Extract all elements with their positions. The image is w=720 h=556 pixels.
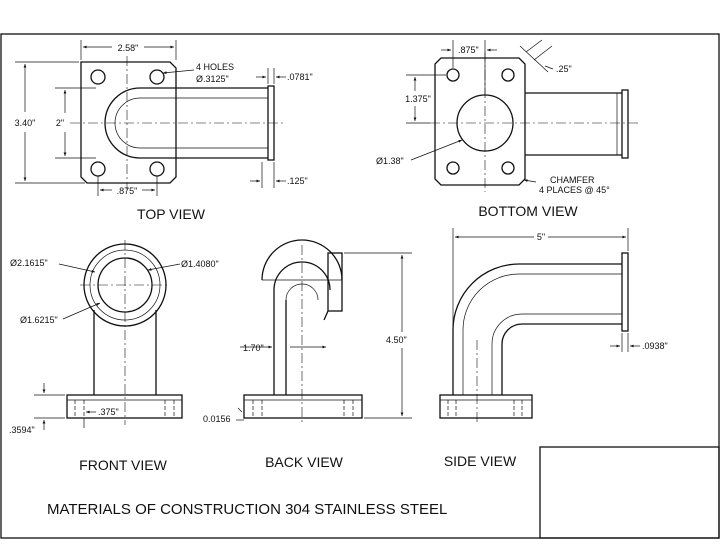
- front-view-title: FRONT VIEW: [79, 457, 167, 473]
- bottom-hole-spacing-dim: .875": [458, 45, 479, 55]
- front-view-drawing: [66, 240, 183, 425]
- top-inner-height-dim: 2": [56, 118, 64, 128]
- bottom-view-drawing: [430, 52, 640, 192]
- top-view-dimensions: [15, 40, 286, 196]
- front-hole-width-label: .375": [98, 407, 119, 417]
- bottom-offset-dim: 1.375": [405, 94, 431, 104]
- bottom-view-dimensions: [406, 39, 554, 183]
- bottom-view-title: BOTTOM VIEW: [478, 203, 578, 219]
- top-holes-dia: Ø.3125": [196, 74, 229, 84]
- bottom-chamfer-label: CHAMFER: [550, 175, 595, 185]
- back-base-gap-label: 0.0156: [203, 414, 231, 424]
- back-overall-height-label: 4.50": [386, 335, 407, 345]
- back-center-height-label: 1.70": [243, 343, 264, 353]
- top-hole-spacing-dim: .875": [117, 186, 138, 196]
- top-width-dim: 2.58": [118, 43, 139, 53]
- bottom-bore-dia-dim: Ø1.38": [376, 156, 404, 166]
- front-outer-dia-label: Ø2.1615": [10, 258, 48, 268]
- side-flange-thk-label: .0938": [642, 341, 668, 351]
- front-base-thk-label: .3594": [9, 425, 35, 435]
- front-tube-dia-label: Ø1.4080": [181, 259, 219, 269]
- top-view-title: TOP VIEW: [137, 206, 206, 222]
- top-view-drawing: [70, 56, 285, 190]
- bottom-chamfer-places: 4 PLACES @ 45°: [539, 185, 610, 195]
- side-view-drawing: [439, 252, 629, 425]
- sheet-border: [0, 33, 720, 539]
- title-block: [539, 446, 720, 539]
- bottom-chamfer-size-dim: .25": [556, 64, 572, 74]
- side-view-title: SIDE VIEW: [444, 453, 517, 469]
- top-height-dim: 3.40": [15, 118, 36, 128]
- top-holes-label: 4 HOLES: [196, 62, 234, 72]
- back-view-dimensions: [236, 252, 412, 421]
- side-length-label: 5": [537, 232, 545, 242]
- materials-note: MATERIALS OF CONSTRUCTION 304 STAINLESS …: [47, 501, 447, 518]
- front-view-dimensions: [34, 263, 181, 430]
- side-view-dimensions: [452, 228, 640, 352]
- back-view-title: BACK VIEW: [265, 454, 344, 470]
- top-flange-gap-dim: .125": [287, 176, 308, 186]
- front-inner-dia-label: Ø1.6215": [20, 315, 58, 325]
- top-flange-thk-dim: .0781": [287, 72, 313, 82]
- back-view-drawing: [243, 239, 363, 425]
